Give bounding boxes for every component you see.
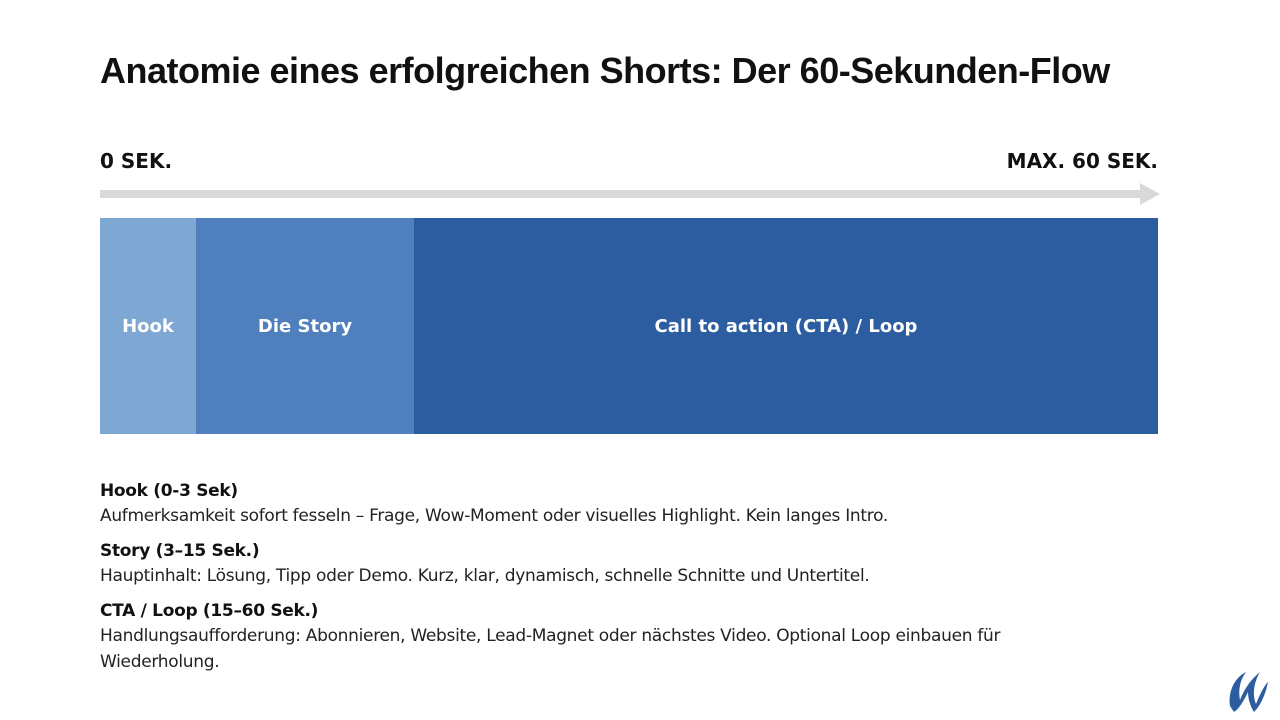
description-text: Hauptinhalt: Lösung, Tipp oder Demo. Kur…: [100, 566, 870, 586]
timeline-end-label: MAX. 60 SEK.: [1006, 149, 1158, 173]
description-text: Aufmerksamkeit sofort fesseln – Frage, W…: [100, 506, 888, 526]
segment-cta-loop[interactable]: Call to action (CTA) / Loop: [414, 218, 1158, 434]
description-text: Handlungsaufforderung: Abonnieren, Websi…: [100, 626, 1001, 672]
brand-w-logo-icon: [1229, 672, 1268, 712]
phase-bar: Hook Die Story Call to action (CTA) / Lo…: [100, 218, 1158, 434]
phase-descriptions: Hook (0-3 Sek) Aufmerksamkeit sofort fes…: [100, 479, 1080, 685]
description-hook: Hook (0-3 Sek) Aufmerksamkeit sofort fes…: [100, 479, 1080, 529]
description-title: CTA / Loop (15–60 Sek.): [100, 601, 319, 621]
description-cta-loop: CTA / Loop (15–60 Sek.) Handlungsaufford…: [100, 599, 1080, 675]
description-story: Story (3–15 Sek.) Hauptinhalt: Lösung, T…: [100, 539, 1080, 589]
timeline-start-label: 0 SEK.: [100, 149, 173, 173]
segment-story[interactable]: Die Story: [196, 218, 414, 434]
page-title: Anatomie eines erfolgreichen Shorts: Der…: [100, 50, 1110, 91]
description-title: Story (3–15 Sek.): [100, 541, 260, 561]
segment-hook[interactable]: Hook: [100, 218, 196, 434]
description-title: Hook (0-3 Sek): [100, 481, 238, 501]
timeline-arrow-icon: [100, 183, 1160, 205]
